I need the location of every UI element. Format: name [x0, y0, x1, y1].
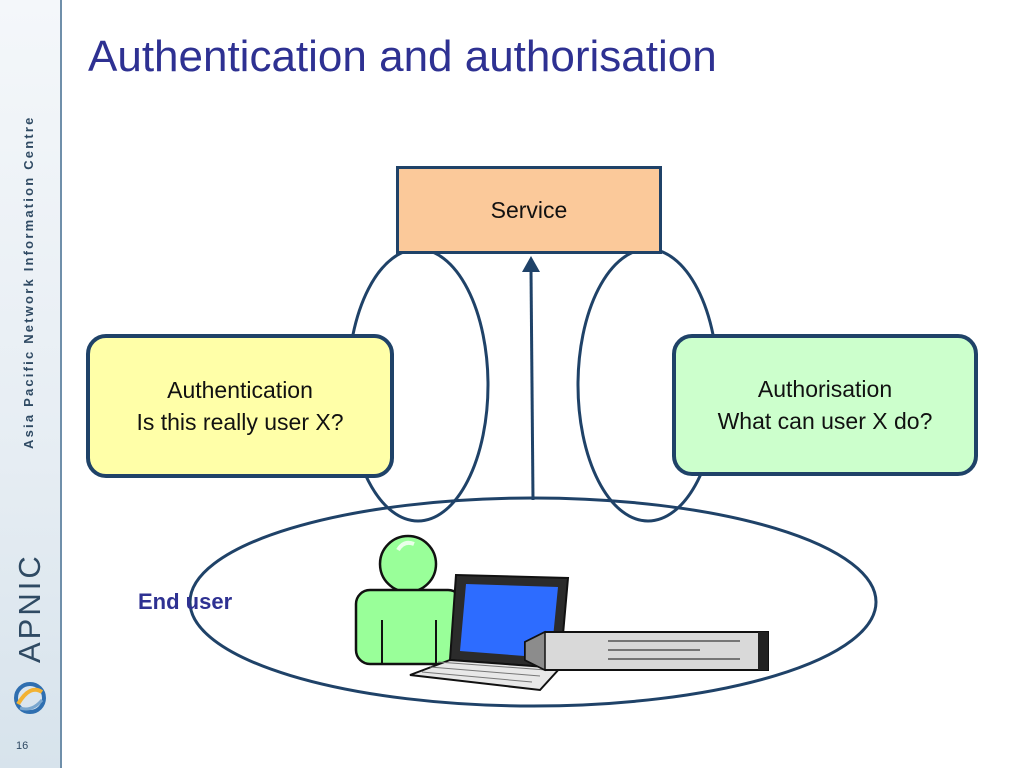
server-icon	[524, 630, 769, 672]
access-arrow	[529, 269, 535, 501]
authentication-heading: Authentication	[167, 377, 313, 403]
end-user-label: End user	[138, 589, 233, 614]
access-arrow-head	[522, 256, 540, 272]
page-title: Authentication and authorisation	[88, 32, 717, 81]
authorisation-heading: Authorisation	[757, 376, 893, 402]
sidebar: Asia Pacific Network Information Centre …	[0, 0, 62, 768]
slide-number: 16	[16, 740, 29, 752]
service-label: Service	[490, 197, 568, 223]
apnic-logo-icon	[14, 682, 46, 714]
authentication-box: Authentication Is this really user X?	[86, 334, 394, 478]
service-box: Service	[396, 166, 662, 254]
authentication-question: Is this really user X?	[136, 409, 344, 435]
authorisation-question: What can user X do?	[717, 408, 933, 434]
user-icon	[354, 534, 464, 666]
authorisation-box: Authorisation What can user X do?	[672, 334, 978, 476]
